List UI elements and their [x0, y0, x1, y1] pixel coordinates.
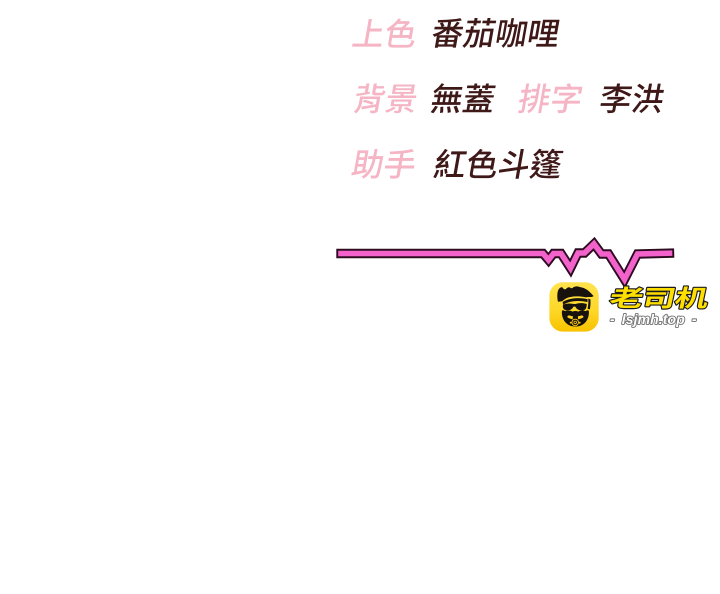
svg-text:- lsjmh.top -: - lsjmh.top -: [610, 311, 697, 327]
